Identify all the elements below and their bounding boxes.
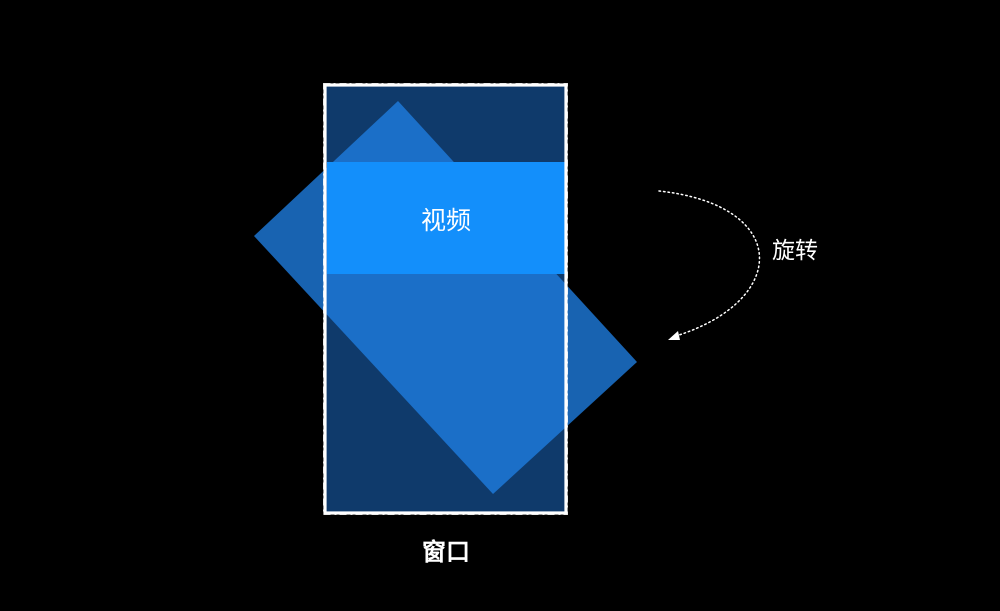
rotate-label: 旋转	[772, 238, 818, 264]
window-border	[323, 83, 568, 515]
video-label: 视频	[421, 206, 471, 235]
video-band	[327, 162, 565, 274]
rotated-video-rect	[254, 101, 637, 494]
rotate-arrow-head-icon	[668, 331, 680, 340]
window-border-sketch	[323, 83, 568, 515]
window-label: 窗口	[422, 538, 470, 566]
rotate-arrow-curve	[658, 190, 761, 337]
